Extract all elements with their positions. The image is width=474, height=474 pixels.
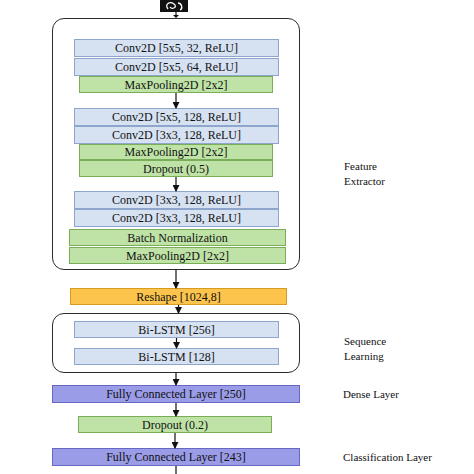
input-image [160, 0, 188, 12]
conv-layer-box: Conv2D [3x3, 128, ReLU] [74, 191, 279, 209]
conv-layer-box: Conv2D [5x5, 128, ReLU] [74, 108, 279, 126]
conv-layer-box: Bi-LSTM [128] [74, 348, 279, 365]
layer-label: MaxPooling2D [2x2] [126, 250, 229, 262]
flow-arrow [175, 403, 176, 416]
conv-layer-box: Bi-LSTM [256] [74, 321, 279, 338]
layer-label: Bi-LSTM [128] [138, 351, 214, 363]
layer-label: Batch Normalization [127, 232, 227, 244]
flow-arrow [175, 93, 176, 108]
flow-arrow [175, 177, 176, 191]
group-container: Sequence LearningBi-LSTM [256]Bi-LSTM [1… [52, 313, 300, 373]
layer-label: Fully Connected Layer [243] [106, 451, 246, 463]
input-arrow [175, 12, 176, 17]
stage-label: Classification Layer [343, 451, 432, 464]
conv-layer-box: Conv2D [3x3, 128, ReLU] [74, 209, 279, 227]
layer-label: Conv2D [3x3, 128, ReLU] [112, 129, 241, 141]
layer-label: MaxPooling2D [2x2] [125, 79, 228, 91]
conv-layer-box: Conv2D [5x5, 32, ReLU] [74, 39, 279, 57]
conv-layer-box: Conv2D [5x5, 64, ReLU] [74, 58, 279, 76]
dense-layer-box: Fully Connected Layer [243] [52, 448, 300, 466]
layer-label: Bi-LSTM [256] [138, 324, 214, 336]
layer-label: Conv2D [5x5, 64, ReLU] [115, 61, 238, 73]
flow-arrow [175, 270, 176, 288]
layer-label: MaxPooling2D [2x2] [125, 146, 228, 158]
layer-label: Fully Connected Layer [250] [106, 388, 246, 400]
flow-arrow [178, 305, 179, 313]
pooling-layer-box: Dropout (0.5) [79, 160, 273, 177]
flow-arrow [175, 373, 176, 385]
flow-arrow [176, 338, 177, 348]
output-arrow [175, 466, 176, 474]
pooling-layer-box: Dropout (0.2) [78, 416, 272, 433]
layer-label: Reshape [1024,8] [136, 291, 221, 303]
layer-label: Conv2D [5x5, 32, ReLU] [115, 42, 238, 54]
dense-layer-box: Fully Connected Layer [250] [52, 385, 300, 403]
pooling-layer-box: Batch Normalization [69, 229, 286, 246]
input-glyph [167, 3, 182, 10]
conv-layer-box: Conv2D [3x3, 128, ReLU] [74, 126, 279, 144]
stage-label: Dense Layer [343, 388, 399, 401]
pooling-layer-box: MaxPooling2D [2x2] [79, 76, 273, 93]
flow-arrow [174, 433, 175, 448]
pooling-layer-box: MaxPooling2D [2x2] [79, 144, 273, 160]
group-container: Feature ExtractorConv2D [5x5, 32, ReLU]C… [52, 18, 300, 270]
pooling-layer-box: MaxPooling2D [2x2] [69, 247, 286, 264]
layer-label: Conv2D [3x3, 128, ReLU] [112, 212, 241, 224]
group-heading: Feature Extractor [344, 159, 404, 189]
layer-label: Dropout (0.2) [142, 419, 208, 431]
group-heading: Sequence Learning [344, 334, 404, 364]
reshape-box: Reshape [1024,8] [70, 288, 287, 305]
layer-label: Dropout (0.5) [143, 163, 209, 175]
layer-label: Conv2D [3x3, 128, ReLU] [112, 194, 241, 206]
layer-label: Conv2D [5x5, 128, ReLU] [112, 111, 241, 123]
